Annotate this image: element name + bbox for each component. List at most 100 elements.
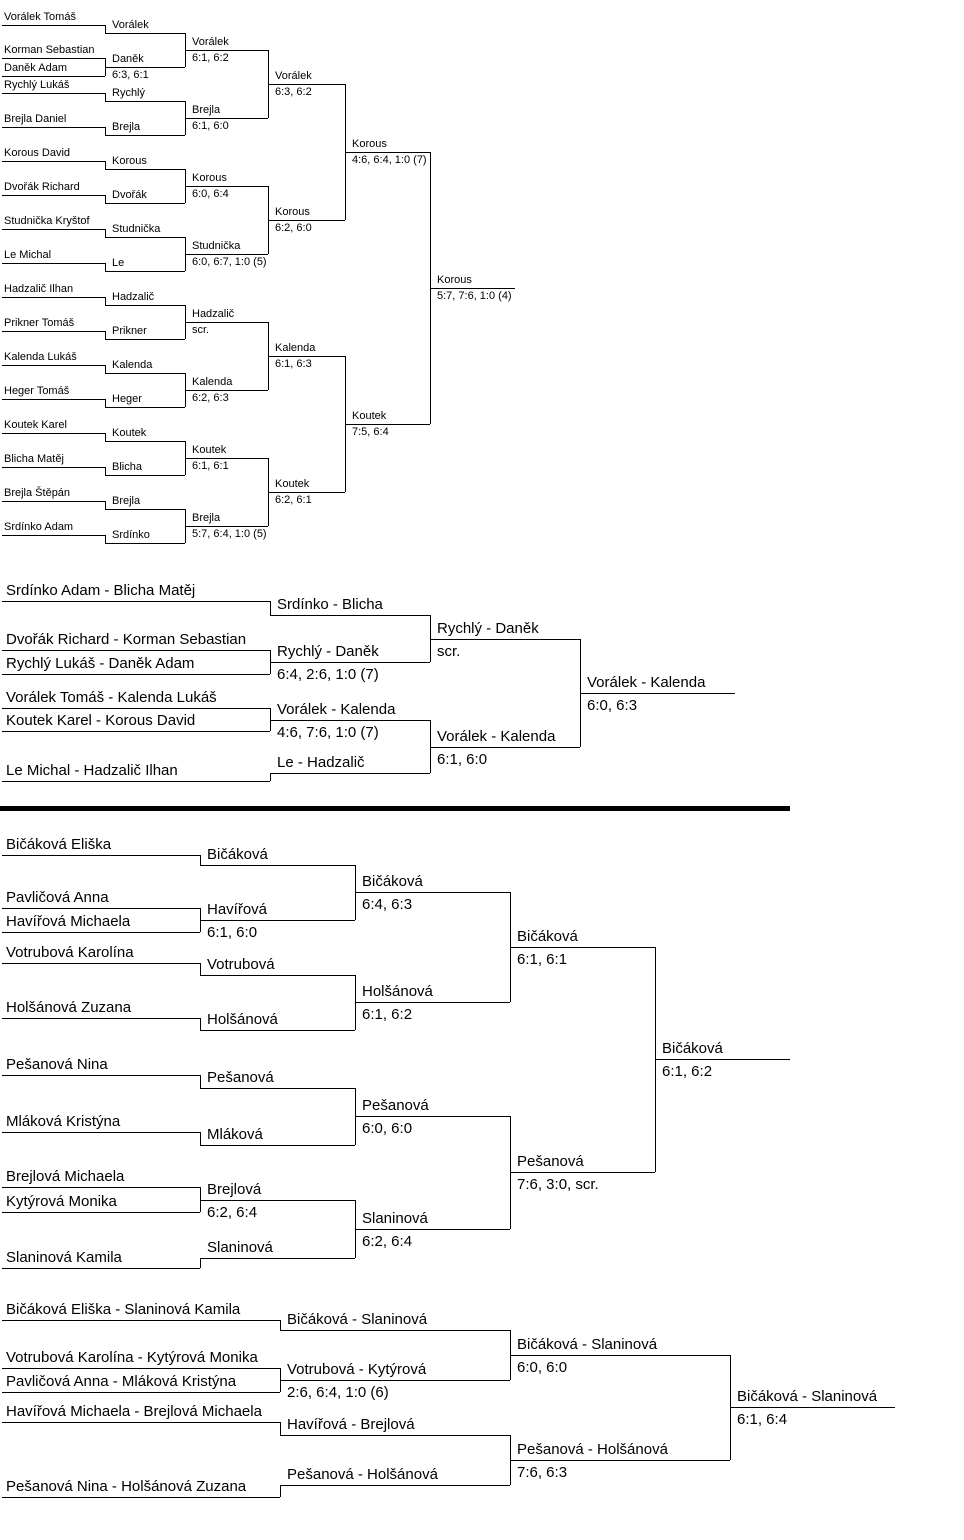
player-name: Holšánová: [362, 983, 433, 1000]
player-name: Korous: [352, 138, 387, 150]
connector-line: [200, 908, 201, 932]
bracket-line: [430, 288, 515, 289]
bracket-line: [2, 650, 270, 651]
bracket-line: [510, 947, 655, 948]
bracket-line: [2, 93, 105, 94]
bracket-line: [105, 441, 185, 442]
bracket-line: [2, 399, 105, 400]
bracket-line: [185, 526, 268, 527]
connector-line: [200, 963, 201, 975]
bracket-line: [2, 1018, 200, 1019]
connector-line: [185, 169, 186, 203]
bracket-line: [105, 509, 185, 510]
connector-line: [185, 373, 186, 407]
connector-line: [430, 720, 431, 773]
player-name: Hadzalič: [112, 291, 155, 303]
bracket-line: [2, 1320, 280, 1321]
player-name: Brejla: [192, 104, 221, 116]
connector-line: [270, 650, 271, 674]
player-name: Hadzalič Ilhan: [4, 283, 74, 295]
match-score: 4:6, 7:6, 1:0 (7): [277, 724, 379, 741]
bracket-line: [2, 1268, 200, 1269]
connector-line: [105, 229, 106, 237]
bracket-line: [580, 693, 735, 694]
bracket-line: [200, 1145, 355, 1146]
player-name: Kalenda Lukáš: [4, 351, 77, 363]
bracket-line: [2, 127, 105, 128]
player-name: Srdínko: [112, 529, 150, 541]
player-name: Brejla Daniel: [4, 113, 67, 125]
bracket-line: [2, 1187, 200, 1188]
connector-line: [200, 1187, 201, 1212]
connector-line: [105, 263, 106, 271]
bracket-line: [105, 339, 185, 340]
player-name: Daněk: [112, 53, 144, 65]
match-score: 6:0, 6:0: [362, 1120, 413, 1137]
bracket-line: [105, 237, 185, 238]
player-name: Vorálek: [192, 36, 229, 48]
match-score: 6:3, 6:2: [275, 86, 312, 98]
bracket-line: [105, 135, 185, 136]
player-name: Korous David: [4, 147, 71, 159]
player-name: Pešanová Nina: [6, 1056, 108, 1073]
bracket-line: [655, 1059, 790, 1060]
match-score: 6:1, 6:4: [737, 1411, 788, 1428]
bracket-line: [2, 674, 270, 675]
bracket-line: [268, 84, 345, 85]
team-name: Bičáková Eliška - Slaninová Kamila: [6, 1301, 241, 1318]
match-score: 6:1, 6:2: [362, 1006, 413, 1023]
bracket-line: [105, 67, 185, 68]
player-name: Brejla: [112, 121, 141, 133]
player-name: Brejlová Michaela: [6, 1168, 125, 1185]
bracket-line: [430, 747, 580, 748]
match-score: 6:4, 2:6, 1:0 (7): [277, 666, 379, 683]
bracket-line: [2, 601, 270, 602]
match-score: 5:7, 7:6, 1:0 (4): [437, 290, 512, 302]
bracket-line: [185, 390, 268, 391]
player-name: Mláková Kristýna: [6, 1113, 121, 1130]
team-name: Vorálek Tomáš - Kalenda Lukáš: [6, 689, 217, 706]
player-name: Bičáková: [517, 928, 578, 945]
bracket-line: [2, 195, 105, 196]
connector-line: [200, 1075, 201, 1088]
connector-line: [105, 297, 106, 305]
player-name: Koutek: [112, 427, 147, 439]
bracket-line: [730, 1407, 895, 1408]
player-name: Korous: [192, 172, 227, 184]
bracket-line: [270, 662, 430, 663]
bracket-line: [280, 1330, 510, 1331]
bracket-line: [200, 920, 355, 921]
bracket-line: [2, 1392, 280, 1393]
bracket-line: [2, 932, 200, 933]
bracket-line: [268, 492, 345, 493]
connector-line: [200, 1132, 201, 1145]
player-name: Dvořák: [112, 189, 147, 201]
connector-line: [105, 195, 106, 203]
connector-line: [430, 152, 431, 424]
team-name: Rychlý - Daněk: [277, 643, 379, 660]
match-score: 7:5, 6:4: [352, 426, 389, 438]
bracket-line: [2, 708, 270, 709]
bracket-line: [105, 543, 185, 544]
bracket-line: [200, 975, 355, 976]
connector-line: [105, 399, 106, 407]
team-name: Vorálek - Kalenda: [277, 701, 396, 718]
bracket-line: [270, 615, 430, 616]
player-name: Kytýrová Monika: [6, 1193, 117, 1210]
connector-line: [105, 127, 106, 135]
player-name: Brejlová: [207, 1181, 262, 1198]
player-name: Blicha: [112, 461, 142, 473]
match-score: scr.: [437, 643, 461, 660]
bracket-line: [355, 892, 510, 893]
player-name: Studnička: [192, 240, 241, 252]
bracket-line: [105, 305, 185, 306]
bracket-line: [105, 169, 185, 170]
bracket-line: [355, 1002, 510, 1003]
connector-line: [270, 708, 271, 731]
player-name: Blicha Matěj: [4, 453, 64, 465]
team-name: Koutek Karel - Korous David: [6, 712, 196, 729]
bracket-line: [185, 254, 268, 255]
connector-line: [270, 601, 271, 615]
connector-line: [200, 855, 201, 865]
bracket-line: [280, 1485, 510, 1486]
